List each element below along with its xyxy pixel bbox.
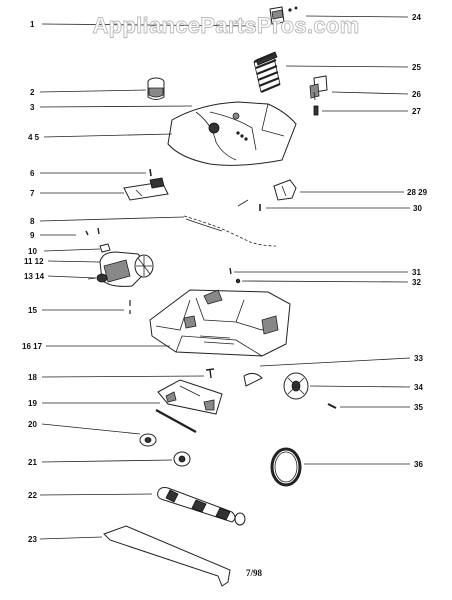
callout-13-14: 13 14	[24, 272, 45, 281]
part-6-drawing	[149, 168, 152, 177]
callout-19: 19	[28, 399, 37, 408]
callout-28-29: 28 29	[407, 188, 428, 197]
callout-35: 35	[414, 403, 423, 412]
callout-32: 32	[412, 278, 421, 287]
part-20-rod	[155, 408, 197, 434]
part-24-drawing	[269, 6, 298, 25]
callout-31: 31	[412, 268, 421, 277]
callout-10: 10	[28, 247, 37, 256]
callout-33: 33	[414, 354, 423, 363]
callout-6: 6	[30, 169, 35, 178]
part-32-drawing	[235, 278, 241, 284]
part-35-drawing	[327, 403, 337, 409]
callout-labels: 1 2 3 4 5 6 7 8 9 10 11 12 13 14 15 16 1…	[22, 13, 428, 544]
callout-15: 15	[28, 306, 37, 315]
callout-8: 8	[30, 217, 35, 226]
callout-23: 23	[28, 535, 37, 544]
part-10-drawing	[99, 243, 111, 253]
callout-16-17: 16 17	[22, 342, 43, 351]
footer-code: 7/98	[246, 568, 263, 578]
part-21-roller	[173, 451, 191, 467]
callout-21: 21	[28, 458, 37, 467]
part-36-belt	[270, 447, 302, 487]
callout-26: 26	[412, 90, 421, 99]
leader-lines	[39, 15, 411, 540]
callout-2: 2	[30, 88, 35, 97]
watermark-text: AppliancePartsPros.com	[92, 13, 359, 38]
part-28-29-clip	[273, 179, 297, 201]
callout-24: 24	[412, 13, 421, 22]
part-16-17-base	[149, 289, 291, 357]
part-9-drawing	[85, 227, 100, 236]
part-26-drawing	[309, 75, 328, 101]
part-27-drawing	[313, 105, 319, 116]
part-34-wheel	[283, 372, 309, 400]
part-22-brushroll	[157, 487, 246, 526]
callout-7: 7	[30, 189, 35, 198]
part-2-drawing	[147, 77, 165, 100]
callout-9: 9	[30, 231, 35, 240]
part-20-roller	[139, 433, 157, 447]
callout-18: 18	[28, 373, 37, 382]
part-18-drawing	[205, 368, 215, 379]
callout-11-12: 11 12	[24, 257, 44, 266]
callout-25: 25	[412, 63, 421, 72]
part-31-drawing	[229, 267, 232, 275]
callout-36: 36	[414, 460, 423, 469]
part-25-spring	[253, 51, 281, 94]
part-19-plate	[157, 379, 223, 415]
callout-30: 30	[413, 204, 422, 213]
callout-4-5: 4 5	[28, 133, 40, 142]
part-33-clip	[243, 372, 263, 387]
part-8-drawing	[183, 199, 277, 247]
callout-1: 1	[30, 20, 35, 29]
part-11-14-motor	[87, 251, 154, 287]
callout-3: 3	[30, 103, 35, 112]
callout-20: 20	[28, 420, 37, 429]
part-4-5-hood	[167, 101, 297, 166]
callout-27: 27	[412, 107, 421, 116]
part-23-bumper	[103, 525, 231, 587]
callout-34: 34	[414, 383, 423, 392]
part-7-latch	[123, 177, 169, 201]
callout-22: 22	[28, 491, 37, 500]
